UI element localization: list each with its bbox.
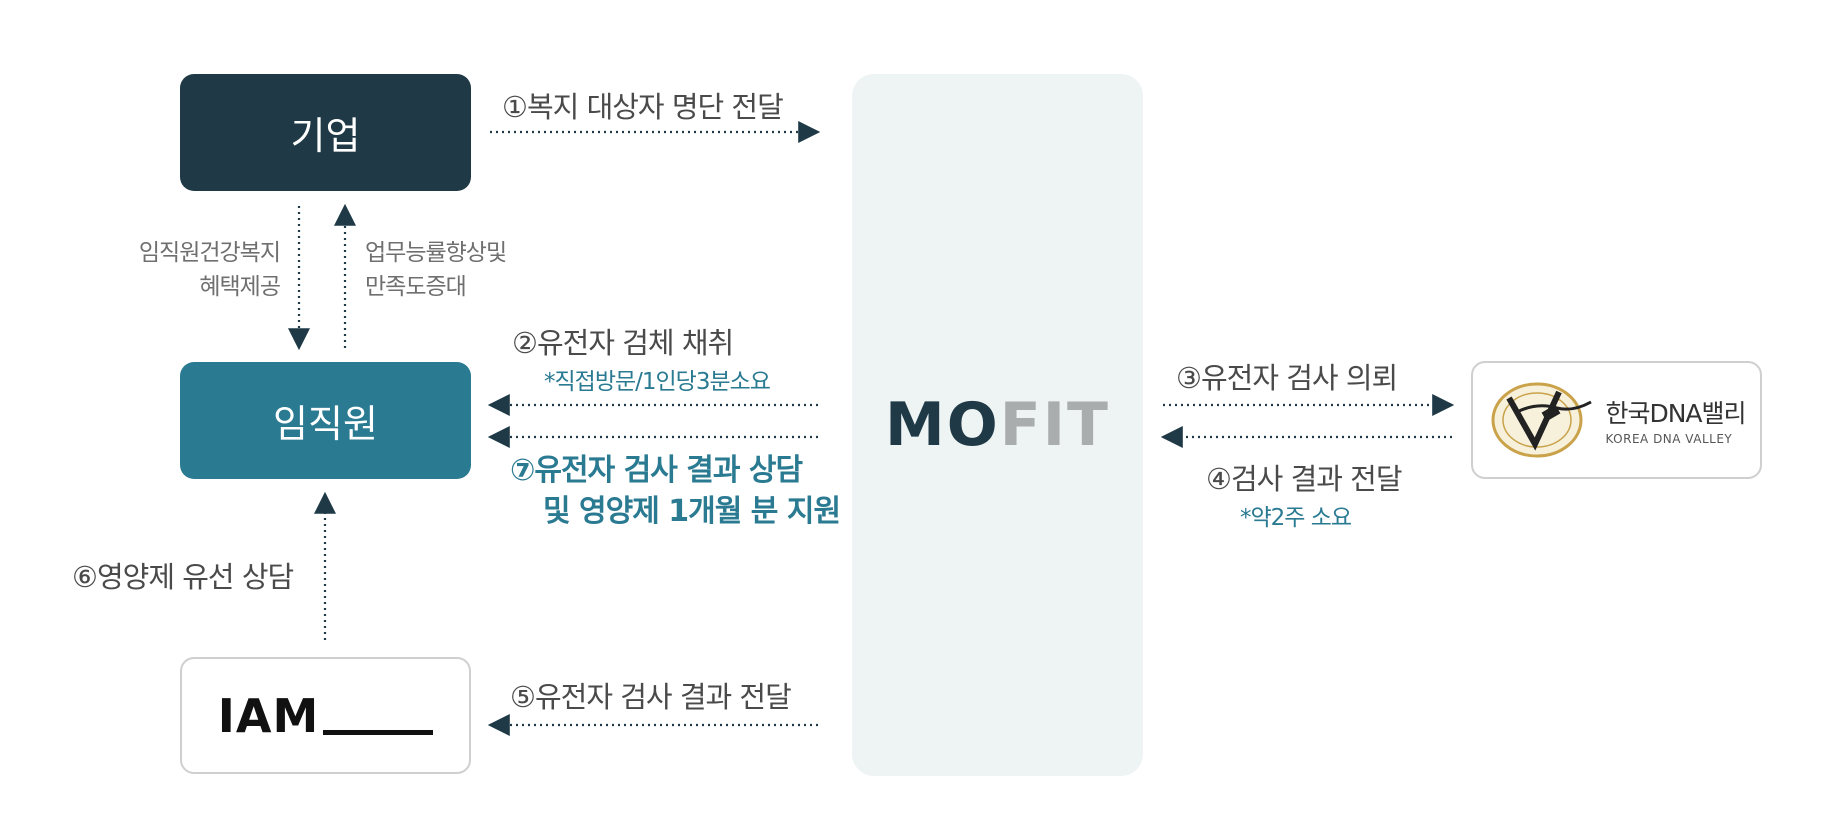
employee-label: 임직원 [273, 402, 378, 446]
benefit-label-line1: 임직원건강복지 [138, 240, 281, 266]
dna-emblem-icon [1491, 382, 1593, 458]
mofit-logo-m: M [885, 390, 947, 460]
step7-line2: 및 영양제 1개월 분 지원 [543, 494, 841, 529]
dna-valley-korean: 한국DNA밸리 [1605, 399, 1746, 428]
work-label-line1: 업무능률향상및 [365, 240, 507, 266]
dna-valley-english: KOREA DNA VALLEY [1605, 432, 1733, 446]
iam-logo-underline [323, 729, 434, 735]
step4-label: ④검사 결과 전달 [1206, 462, 1403, 496]
step4-note: *약2주 소요 [1240, 505, 1352, 531]
step2-note: *직접방문/1인당3분소요 [544, 369, 771, 395]
dna-valley-text: 한국DNA밸리 KOREA DNA VALLEY [1605, 394, 1746, 446]
company-node: 기업 [180, 74, 471, 191]
step3-label: ③유전자 검사 의뢰 [1176, 361, 1398, 395]
mofit-logo-fit: FIT [999, 390, 1110, 460]
work-label-line2: 만족도증대 [365, 274, 467, 300]
employee-node: 임직원 [180, 362, 471, 479]
step1-label: ①복지 대상자 명단 전달 [502, 90, 784, 124]
work-efficiency-label: 업무능률향상및 만족도증대 [365, 236, 507, 304]
step7-line1: ⑦유전자 검사 결과 상담 [510, 453, 803, 488]
mofit-logo-o: O [946, 390, 1000, 460]
benefit-label-line2: 혜택제공 [199, 274, 281, 300]
iam-logo-text: IAM [217, 688, 320, 743]
step2-label: ②유전자 검체 채취 [512, 326, 734, 360]
iam-node: IAM [180, 657, 471, 774]
step7-label: ⑦유전자 검사 결과 상담 및 영양제 1개월 분 지원 [510, 450, 841, 532]
step6-label: ⑥영양제 유선 상담 [72, 560, 294, 594]
dna-valley-logo: 한국DNA밸리 KOREA DNA VALLEY [1487, 378, 1747, 462]
dna-valley-node: 한국DNA밸리 KOREA DNA VALLEY [1471, 361, 1762, 479]
company-label: 기업 [290, 114, 361, 158]
iam-logo: IAM [218, 689, 434, 743]
step5-label: ⑤유전자 검사 결과 전달 [510, 680, 792, 714]
benefit-label: 임직원건강복지 혜택제공 [95, 236, 281, 304]
